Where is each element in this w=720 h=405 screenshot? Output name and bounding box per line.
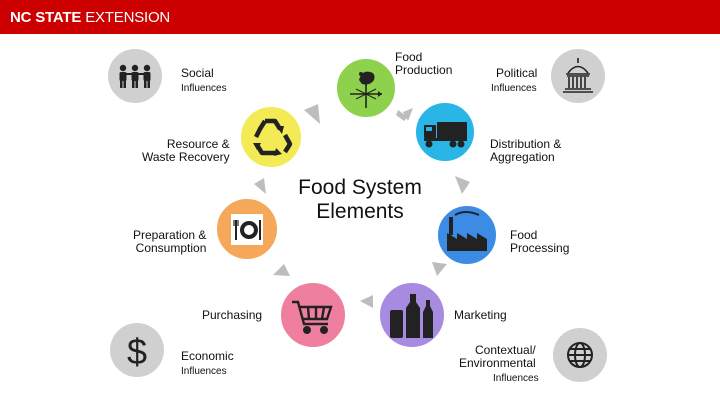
resource-recovery-node [238, 104, 304, 175]
political-influences-text: Influences [491, 83, 537, 94]
economic-label: Economic [181, 349, 234, 363]
svg-text:$: $ [127, 331, 147, 372]
dollar-icon: $ [127, 331, 147, 372]
plate-utensils-icon [231, 214, 263, 245]
rooster-weathervane-icon [350, 71, 382, 108]
arrow-marketing-to-purchasing [360, 295, 373, 308]
arrow-preparation-to-resource [254, 178, 266, 194]
food-production-node [334, 56, 398, 125]
arrow-resource-to-production [304, 104, 320, 124]
arrow-processing-to-marketing [432, 262, 447, 276]
social-influence-badge [108, 49, 162, 103]
globe-icon [567, 342, 593, 368]
distribution-node [413, 100, 477, 169]
arrow-purchasing-to-preparation [273, 264, 290, 276]
resource-recovery-label: Resource &Waste Recovery [142, 137, 230, 164]
people-icon [119, 64, 151, 88]
preparation-node [214, 196, 280, 267]
political-label: Political [496, 66, 538, 80]
marketing-label: Marketing [454, 308, 507, 322]
preparation-label: Preparation &Consumption [133, 228, 207, 255]
purchasing-node [278, 280, 348, 355]
capitol-icon [563, 58, 593, 93]
economic-influences-text: Influences [181, 366, 227, 377]
distribution-label: Distribution &Aggregation [490, 137, 562, 164]
truck-icon [424, 122, 467, 148]
marketing-node [374, 280, 450, 355]
food-processing-node [435, 203, 499, 272]
shopping-cart-icon [292, 300, 333, 335]
economic-influence-badge: $ [110, 323, 164, 377]
contextual-influences-text: Influences [493, 373, 539, 384]
arrow-production-to-distribution [396, 108, 413, 121]
contextual-influence-badge [553, 328, 607, 382]
contextual-label: Contextual/Environmental [459, 343, 536, 370]
political-influence-badge [551, 49, 605, 103]
recycle-icon [253, 118, 293, 156]
social-influences-text: Influences [181, 83, 227, 94]
bottles-icon [390, 294, 433, 338]
diagram-title: Food System Elements [298, 176, 422, 223]
arrow-distribution-to-processing [455, 176, 470, 194]
social-label: Social [181, 66, 214, 80]
factory-icon [447, 211, 487, 251]
purchasing-label: Purchasing [202, 308, 263, 322]
